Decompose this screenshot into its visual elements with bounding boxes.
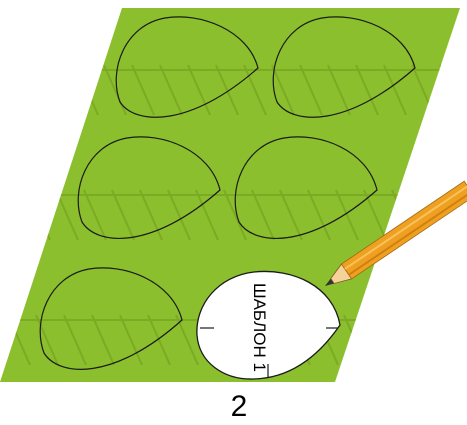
- hatch-stroke: [28, 190, 50, 240]
- hatch-stroke: [372, 315, 394, 365]
- hatch-stroke: [48, 65, 70, 115]
- hatch-stroke: [400, 315, 422, 365]
- template-label: ШАБЛОН 1: [250, 283, 269, 372]
- hatch-stroke: [0, 190, 22, 240]
- hatch-stroke: [76, 65, 98, 115]
- hatch-stroke: [20, 65, 42, 115]
- hatch-stroke: [0, 315, 2, 365]
- figure-number: 2: [231, 390, 248, 423]
- hatch-stroke: [440, 65, 462, 115]
